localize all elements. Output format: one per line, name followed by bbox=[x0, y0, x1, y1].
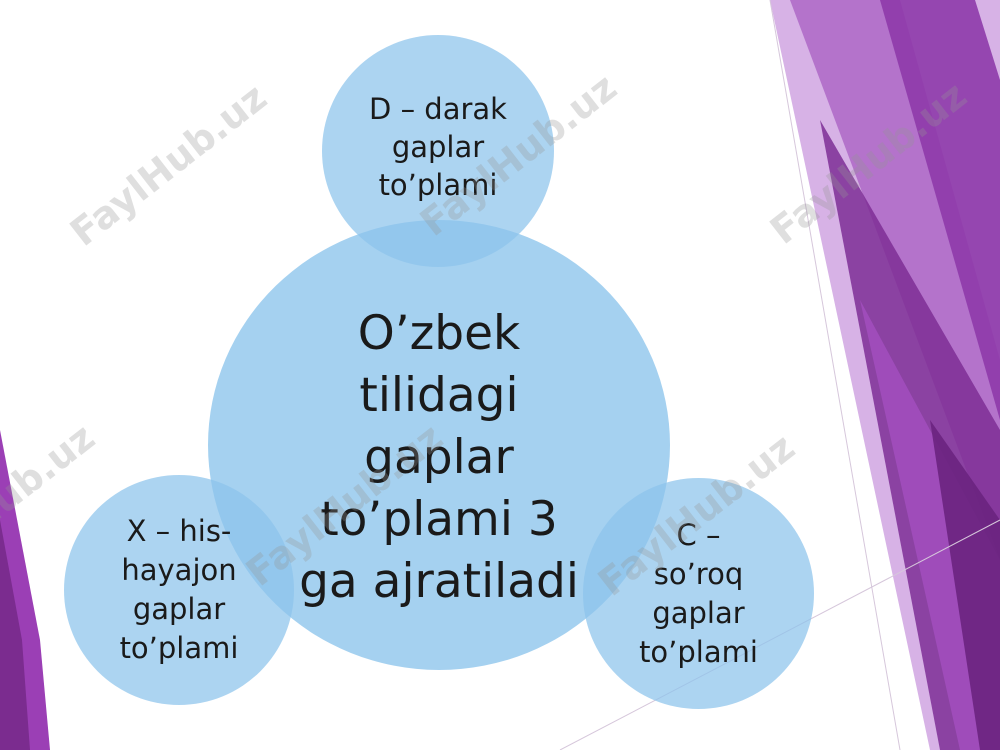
top-circle-text: D – darak gaplar to’plami bbox=[369, 92, 507, 202]
right-circle: C – so’roq gaplar to’plami bbox=[583, 478, 814, 709]
center-circle-text: O’zbek tilidagi gaplar to’plami 3 ga ajr… bbox=[299, 306, 579, 609]
left-circle-text: X – his- hayajon gaplar to’plami bbox=[119, 514, 239, 665]
left-ribbon-dark bbox=[0, 520, 30, 750]
left-circle: X – his- hayajon gaplar to’plami bbox=[64, 475, 294, 705]
right-circle-text: C – so’roq gaplar to’plami bbox=[639, 517, 758, 669]
ribbon-darkest bbox=[930, 420, 1000, 750]
top-circle: D – darak gaplar to’plami bbox=[322, 35, 554, 267]
ribbon-dark-top bbox=[880, 0, 1000, 420]
thin-line-1 bbox=[769, 0, 901, 750]
